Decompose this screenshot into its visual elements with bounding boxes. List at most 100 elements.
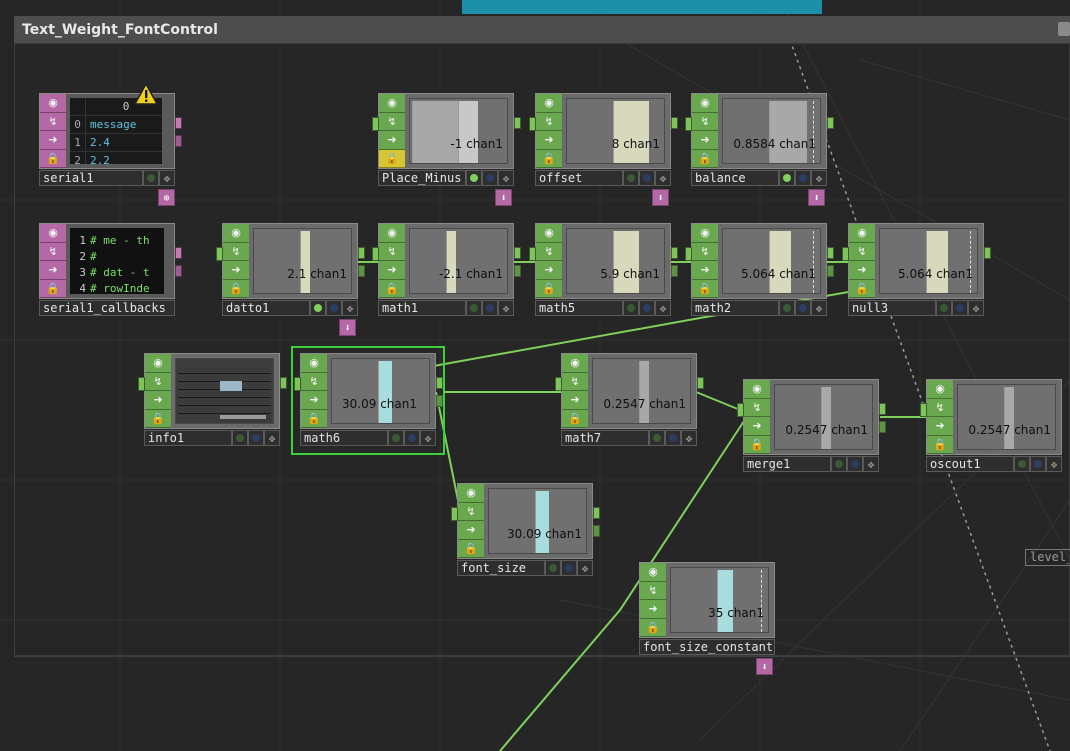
bypass-icon[interactable]: ↯ xyxy=(692,112,718,131)
bypass-icon[interactable]: ↯ xyxy=(40,242,66,261)
display-toggle[interactable] xyxy=(1030,456,1046,472)
node-outlet[interactable] xyxy=(671,117,678,129)
node-outlet[interactable] xyxy=(175,117,182,129)
cook-icon[interactable]: ➜ xyxy=(223,261,249,280)
node-name[interactable]: merge1 xyxy=(743,456,831,472)
node-outlet[interactable] xyxy=(827,117,834,129)
node-body[interactable]: ◉ ↯ ➜ 🔒 8 chan1 xyxy=(535,93,671,169)
node-inlet[interactable] xyxy=(138,377,145,391)
viewer-icon[interactable]: ◉ xyxy=(744,380,770,399)
bypass-icon[interactable]: ↯ xyxy=(458,502,484,521)
node-name[interactable]: math6 xyxy=(300,430,388,446)
lock-icon[interactable]: 🔒 xyxy=(562,409,588,428)
expand-icon[interactable]: ✥ xyxy=(577,560,593,576)
export-down-icon[interactable]: ⬇ xyxy=(652,189,669,206)
expand-icon[interactable]: ✥ xyxy=(498,300,514,316)
node-name[interactable]: math7 xyxy=(561,430,649,446)
node-name[interactable]: font_size xyxy=(457,560,545,576)
display-toggle[interactable] xyxy=(665,430,681,446)
cook-icon[interactable]: ➜ xyxy=(379,261,405,280)
viewer-icon[interactable]: ◉ xyxy=(536,94,562,113)
node-name[interactable]: null3 xyxy=(848,300,936,316)
lock-icon[interactable]: 🔒 xyxy=(536,149,562,168)
display-toggle[interactable] xyxy=(404,430,420,446)
display-toggle[interactable] xyxy=(847,456,863,472)
expand-icon[interactable]: ✥ xyxy=(264,430,280,446)
cook-icon[interactable]: ➜ xyxy=(536,261,562,280)
export-down-icon[interactable]: ⬇ xyxy=(756,658,773,675)
node-body[interactable]: ◉ ↯ ➜ 🔒 0.2547 chan1 xyxy=(743,379,879,455)
node-name[interactable]: datto1 xyxy=(222,300,310,316)
node-inlet[interactable] xyxy=(555,377,562,391)
viewer-icon[interactable]: ◉ xyxy=(692,94,718,113)
level-node-label[interactable]: level_o xyxy=(1025,549,1070,566)
node-name[interactable]: math5 xyxy=(535,300,623,316)
node-outlet[interactable] xyxy=(280,377,287,389)
node-body[interactable]: ◉ ↯ ➜ 🔒 5.064 chan1 xyxy=(691,223,827,299)
cook-icon[interactable]: ➜ xyxy=(40,131,66,150)
node-inlet[interactable] xyxy=(294,377,301,391)
node-name[interactable]: info1 xyxy=(144,430,232,446)
display-toggle[interactable] xyxy=(482,300,498,316)
node-datto1[interactable]: ◉ ↯ ➜ 🔒 2.1 chan1 datto1 ✥ ⬇ xyxy=(216,223,365,336)
cook-icon[interactable]: ➜ xyxy=(640,600,666,619)
export-down-icon[interactable]: ⬇ xyxy=(339,319,356,336)
viewer-icon[interactable]: ◉ xyxy=(562,354,588,373)
viewer-icon[interactable]: ◉ xyxy=(301,354,327,373)
node-outlet[interactable] xyxy=(593,507,600,519)
node-name[interactable]: math2 xyxy=(691,300,779,316)
node-info1[interactable]: ◉ ↯ ➜ 🔒 info1 ✥ xyxy=(138,353,287,446)
lock-icon[interactable]: 🔒 xyxy=(849,279,875,298)
node-font-size-constant[interactable]: ◉ ↯ ➜ 🔒 35 chan1 font_size_constant ⬇ xyxy=(639,562,775,675)
expand-icon[interactable]: ✥ xyxy=(811,300,827,316)
cook-toggle[interactable] xyxy=(310,300,326,316)
display-toggle[interactable] xyxy=(795,300,811,316)
expand-icon[interactable]: ✥ xyxy=(1046,456,1062,472)
viewer-icon[interactable]: ◉ xyxy=(379,94,405,113)
cook-icon[interactable]: ➜ xyxy=(301,391,327,410)
node-outlet-2[interactable] xyxy=(436,395,443,407)
expand-icon[interactable]: ✥ xyxy=(811,170,827,186)
node-name[interactable]: serial1_callbacks xyxy=(39,300,175,316)
cook-toggle[interactable] xyxy=(466,170,482,186)
node-body[interactable]: ◉ ↯ ➜ 🔒 30.09 chan1 xyxy=(457,483,593,559)
bypass-icon[interactable]: ↯ xyxy=(640,581,666,600)
lock-icon[interactable]: 🔒 xyxy=(379,149,405,168)
bypass-icon[interactable]: ↯ xyxy=(692,242,718,261)
bypass-icon[interactable]: ↯ xyxy=(379,112,405,131)
node-offset[interactable]: ◉ ↯ ➜ 🔒 8 chan1 offset ✥ ⬇ xyxy=(529,93,678,206)
node-body[interactable]: ◉ ↯ ➜ 🔒 5.9 chan1 xyxy=(535,223,671,299)
node-body[interactable]: ◉ ↯ ➜ 🔒 0.2547 chan1 xyxy=(561,353,697,429)
viewer-icon[interactable]: ◉ xyxy=(379,224,405,243)
cook-icon[interactable]: ➜ xyxy=(40,261,66,280)
node-outlet[interactable] xyxy=(514,247,521,259)
node-null3[interactable]: ◉ ↯ ➜ 🔒 5.064 chan1 null3 ✥ xyxy=(842,223,991,316)
node-outlet[interactable] xyxy=(671,247,678,259)
viewer-icon[interactable]: ◉ xyxy=(692,224,718,243)
bypass-icon[interactable]: ↯ xyxy=(849,242,875,261)
lock-icon[interactable]: 🔒 xyxy=(744,435,770,454)
lock-icon[interactable]: 🔒 xyxy=(640,618,666,637)
viewer-icon[interactable]: ◉ xyxy=(640,563,666,582)
node-outlet[interactable] xyxy=(514,117,521,129)
expand-icon[interactable]: ✥ xyxy=(342,300,358,316)
viewer-icon[interactable]: ◉ xyxy=(849,224,875,243)
display-toggle[interactable] xyxy=(561,560,577,576)
cook-toggle[interactable] xyxy=(779,300,795,316)
display-toggle[interactable] xyxy=(639,300,655,316)
warning-icon[interactable] xyxy=(134,83,158,105)
node-outlet-2[interactable] xyxy=(175,135,182,147)
node-body[interactable]: ◉ ↯ ➜ 🔒 2.1 chan1 xyxy=(222,223,358,299)
node-outlet-2[interactable] xyxy=(358,265,365,277)
node-outlet[interactable] xyxy=(984,247,991,259)
expand-icon[interactable]: ✥ xyxy=(655,170,671,186)
display-toggle[interactable] xyxy=(482,170,498,186)
node-inlet[interactable] xyxy=(372,247,379,261)
node-body[interactable]: ◉ ↯ ➜ 🔒 0.2547 chan1 xyxy=(926,379,1062,455)
node-math1[interactable]: ◉ ↯ ➜ 🔒 -2.1 chan1 math1 ✥ xyxy=(372,223,521,316)
expand-icon[interactable]: ✥ xyxy=(420,430,436,446)
cook-toggle[interactable] xyxy=(831,456,847,472)
node-outlet-2[interactable] xyxy=(593,525,600,537)
bypass-icon[interactable]: ↯ xyxy=(379,242,405,261)
